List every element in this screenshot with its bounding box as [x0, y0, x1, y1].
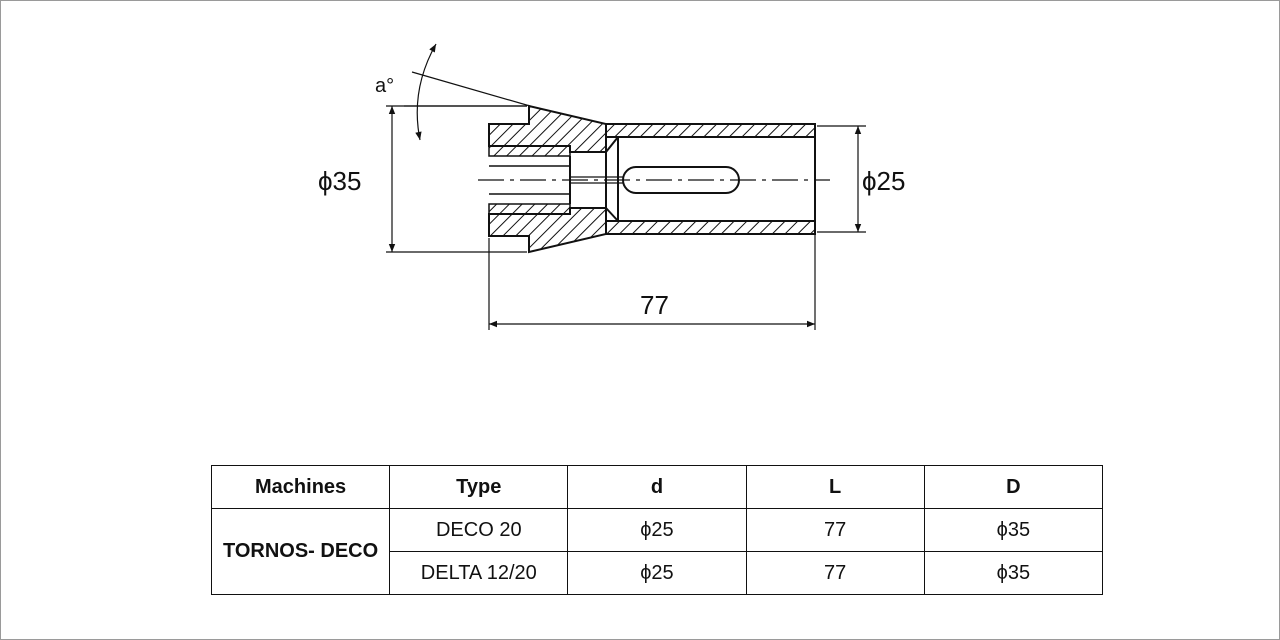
dim-inner-diameter-label: ϕ25 — [862, 166, 906, 196]
angle-dimension — [404, 43, 531, 141]
header-type: Type — [389, 465, 569, 509]
table-header-row: Machines Type d L D — [210, 465, 1104, 509]
dim-length-lines — [488, 228, 816, 330]
collet-bore-outline — [605, 136, 816, 222]
specification-table: Machines Type d L D TORNOS- DECO DECO 20… — [210, 465, 1104, 595]
d-cell: ϕ25 — [567, 551, 747, 595]
l-cell: 77 — [745, 551, 925, 595]
header-machines: Machines — [210, 465, 391, 509]
angle-label: a° — [375, 75, 395, 97]
table-row: TORNOS- DECO DECO 20 ϕ25 77 ϕ35 — [210, 508, 1104, 595]
collet-section-upper — [488, 104, 816, 153]
dim-outer-diameter-label: ϕ35 — [318, 166, 362, 196]
big-d-cell: ϕ35 — [923, 551, 1104, 595]
l-cell: 77 — [745, 508, 925, 552]
d-cell: ϕ25 — [567, 508, 747, 552]
header-l: L — [745, 465, 925, 509]
header-d: d — [567, 465, 747, 509]
header-big-d: D — [923, 465, 1104, 509]
big-d-cell: ϕ35 — [923, 508, 1104, 552]
type-cell: DECO 20 — [389, 508, 569, 552]
dim-length-label: 77 — [640, 290, 669, 320]
table-row: DELTA 12/20 ϕ25 77 ϕ35 — [212, 551, 1104, 595]
collet-section-lower — [488, 207, 816, 254]
dim-inner-diameter-lines — [817, 125, 866, 233]
machine-cell: TORNOS- DECO — [210, 508, 391, 595]
type-cell: DELTA 12/20 — [389, 551, 569, 595]
